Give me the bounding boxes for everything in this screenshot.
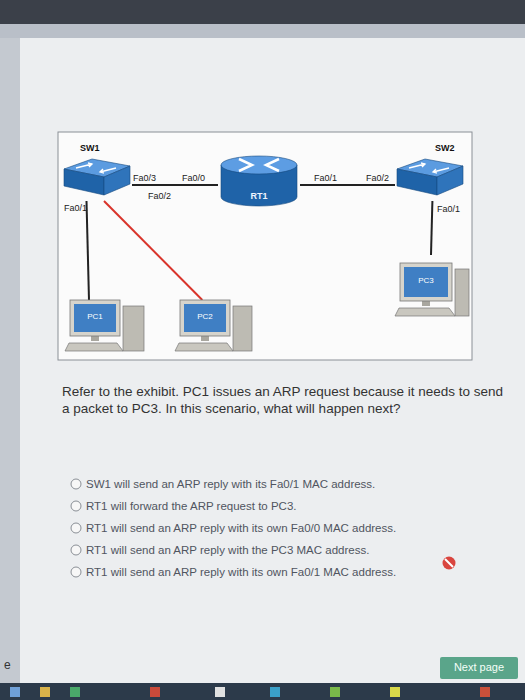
pc-stand: [422, 301, 430, 306]
top-bar: [0, 0, 525, 24]
radio-button: [71, 479, 81, 489]
exhibit-frame: [58, 132, 472, 360]
taskbar-icon: [390, 687, 400, 697]
device-name: PC1: [74, 313, 116, 322]
browser-strip: [0, 24, 525, 38]
pc-icon: [65, 300, 144, 351]
device-name: SW2: [435, 144, 463, 154]
question-text: Refer to the exhibit. PC1 issues an ARP …: [62, 384, 510, 418]
wrong-circle: [443, 557, 456, 570]
radio-button: [71, 545, 81, 555]
answer-option: RT1 will forward the ARP request to PC3.: [86, 499, 486, 513]
pc-keyboard: [175, 343, 233, 351]
answer-option: SW1 will send an ARP reply with its Fa0/…: [86, 477, 486, 491]
pc-tower: [455, 269, 469, 316]
pc-screen: [184, 304, 226, 332]
device-name: RT1: [218, 192, 300, 202]
pc-tower: [233, 306, 252, 351]
answer-option: RT1 will send an ARP reply with its own …: [86, 521, 486, 535]
taskbar-icon: [215, 687, 225, 697]
device-name: PC3: [404, 277, 448, 286]
radio-button: [71, 523, 81, 533]
content-panel: [20, 38, 525, 683]
pc-monitor: [400, 263, 452, 301]
next-button: [440, 657, 518, 679]
wrong-slash: [445, 559, 453, 567]
pc-stand: [201, 336, 209, 341]
taskbar-icon: [270, 687, 280, 697]
port-label: Fa0/1: [64, 203, 104, 214]
network-link: [87, 201, 90, 300]
switch-device: SW1: [62, 143, 132, 201]
network-link: [300, 184, 395, 186]
device-outline: [392, 255, 470, 330]
taskbar-icon: [150, 687, 160, 697]
switch-front: [397, 169, 437, 195]
edge-letter: e: [4, 658, 18, 673]
switch-front: [64, 169, 104, 195]
taskbar-icons: [10, 687, 490, 697]
switch-icon: [397, 159, 463, 195]
taskbar-icon: [330, 687, 340, 697]
network-link: [132, 184, 218, 186]
answer-option: RT1 will send an ARP reply with its own …: [86, 565, 486, 579]
port-label: Fa0/1: [437, 204, 477, 215]
radio-button: [71, 567, 81, 577]
switch-arrows: [76, 163, 116, 173]
pc-icon: [175, 300, 252, 351]
device-outline: [65, 300, 145, 358]
port-label: Fa0/1: [314, 173, 354, 184]
router-top: [221, 156, 297, 174]
taskbar-icon: [480, 687, 490, 697]
port-label: Fa0/3: [133, 173, 173, 184]
pc-stand: [91, 336, 99, 341]
wrong-icon: [443, 557, 456, 570]
pc-device: PC3: [392, 255, 470, 330]
switch-arrows: [409, 163, 449, 173]
port-label: Fa0/2: [366, 173, 406, 184]
taskbar: [0, 683, 525, 700]
port-label: Fa0/0: [182, 173, 222, 184]
network-link: [431, 201, 432, 255]
taskbar-icon: [10, 687, 20, 697]
taskbar-icon: [40, 687, 50, 697]
radio-buttons: [71, 479, 81, 577]
pc-keyboard: [395, 308, 455, 316]
device-name: PC2: [184, 313, 226, 322]
switch-device: SW2: [395, 143, 463, 201]
device-outline: [175, 300, 253, 358]
answer-option: RT1 will send an ARP reply with the PC3 …: [86, 543, 486, 557]
pc-tower: [123, 306, 144, 351]
switch-icon: [64, 159, 130, 195]
taskbar-icon: [70, 687, 80, 697]
pc-monitor: [70, 300, 120, 336]
left-edge: [0, 38, 20, 683]
router-device: RT1: [218, 155, 300, 210]
port-label: Fa0/2: [148, 191, 188, 202]
pc-screen: [74, 304, 116, 332]
router-arrows: [239, 159, 279, 171]
device-name: SW1: [80, 144, 110, 154]
network-link: [104, 201, 202, 300]
pc-monitor: [180, 300, 230, 336]
pc-keyboard: [65, 343, 123, 351]
pc-icon: [395, 263, 469, 316]
device-outline: [218, 155, 300, 210]
pc-device: PC2: [175, 300, 253, 358]
button-text: Next page: [440, 661, 518, 675]
pc-screen: [404, 267, 448, 297]
pc-device: PC1: [65, 300, 145, 358]
radio-button: [71, 501, 81, 511]
